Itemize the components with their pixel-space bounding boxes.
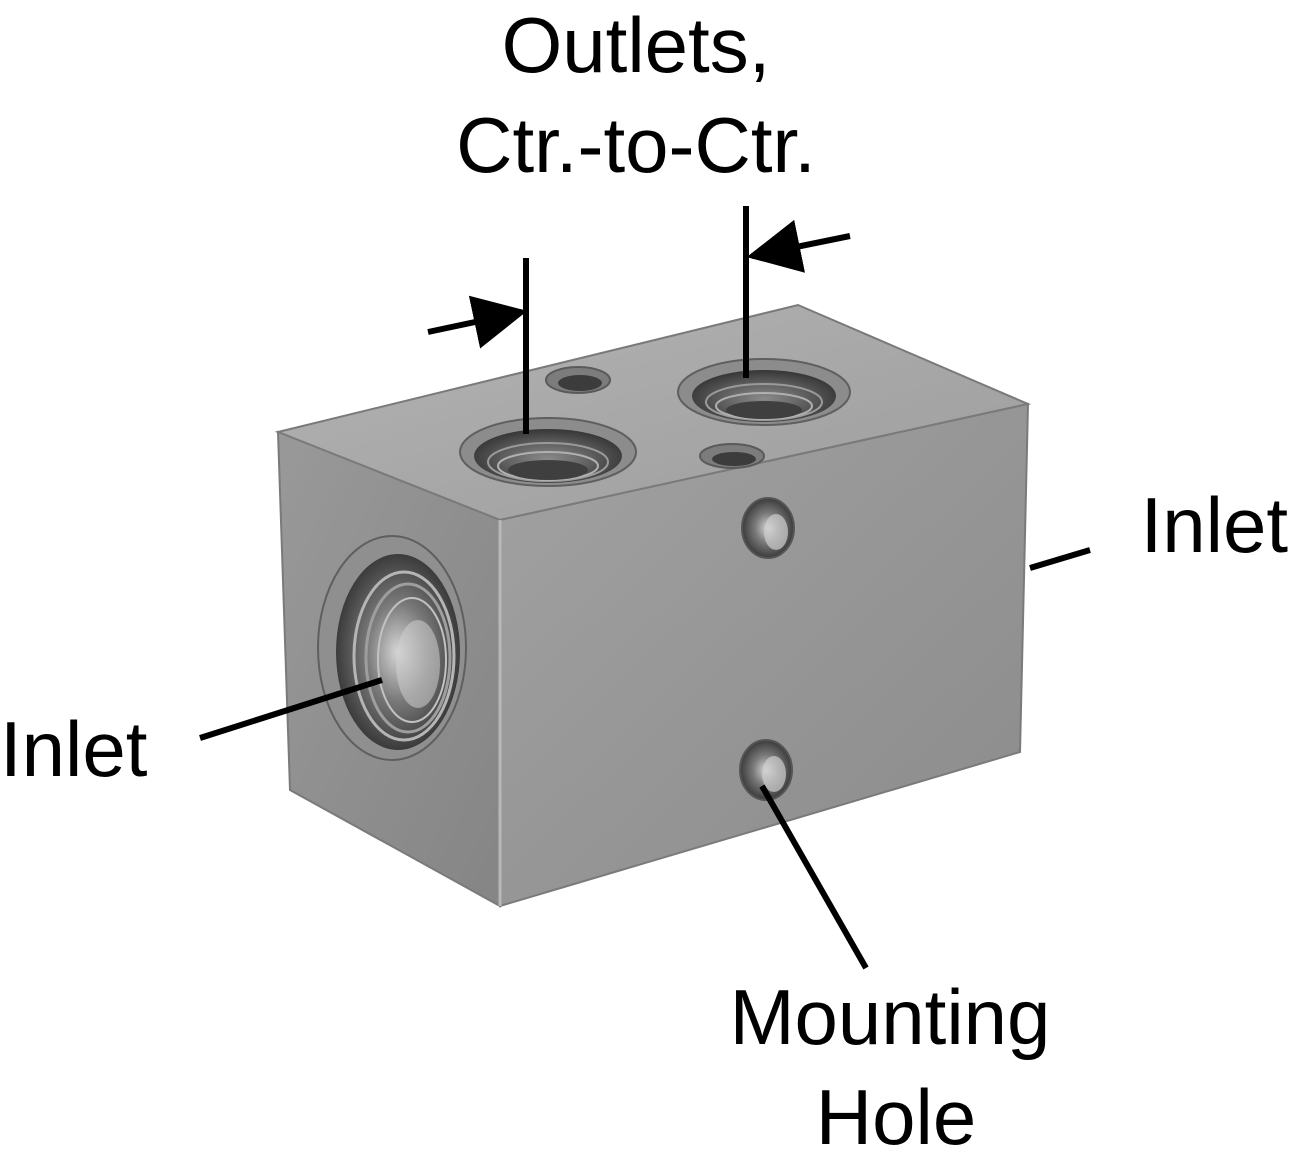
label-inlet-left: Inlet (0, 705, 148, 793)
label-mounting-line1: Mounting (730, 973, 1051, 1061)
small-hole-top-1 (545, 366, 611, 394)
label-outlets-line1: Outlets, (502, 1, 771, 89)
leader-mounting-hole (759, 784, 869, 970)
mounting-hole-lower (739, 739, 793, 801)
outlet-port-right (677, 358, 851, 426)
label-inlet-right: Inlet (1141, 481, 1289, 569)
label-mounting-line2: Hole (816, 1073, 976, 1152)
leader-inlet-left (199, 677, 383, 741)
dimension-outlets (427, 206, 851, 434)
mounting-hole-upper (741, 497, 795, 559)
manifold-block (274, 303, 1032, 908)
inlet-port-side (317, 535, 467, 761)
dimension-arrow-right (746, 219, 851, 273)
dimension-arrow-left (427, 295, 528, 349)
outlet-port-left (459, 417, 637, 487)
small-hole-top-2 (699, 443, 765, 469)
label-outlets-line2: Ctr.-to-Ctr. (456, 101, 816, 189)
leader-inlet-right (1029, 547, 1091, 571)
